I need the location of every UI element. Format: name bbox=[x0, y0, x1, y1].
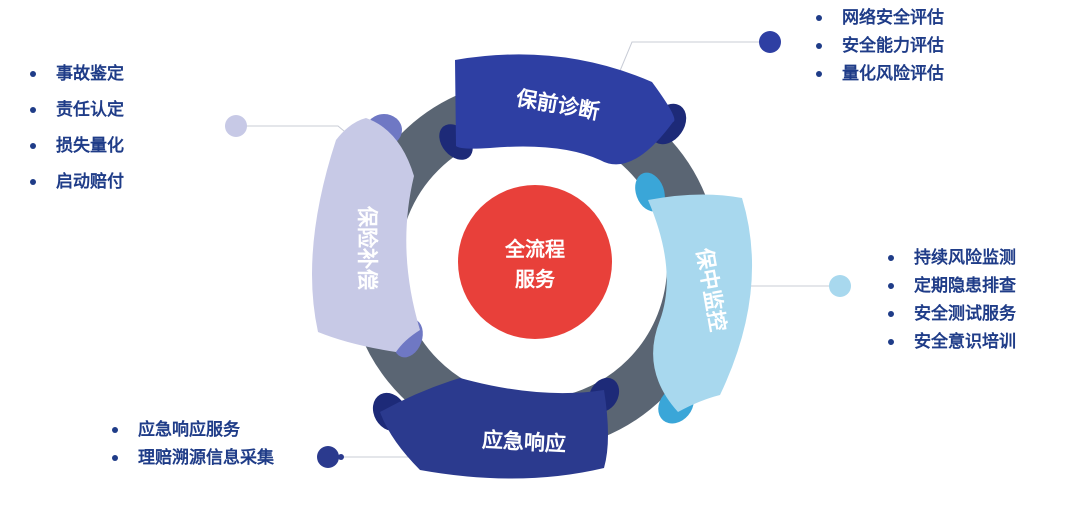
dot-top-left bbox=[225, 115, 247, 137]
list-item: 责任认定 bbox=[30, 92, 124, 128]
dot-bottom-left bbox=[317, 446, 339, 468]
dot-right bbox=[829, 275, 851, 297]
ribbon-pre-diagnosis bbox=[455, 54, 675, 165]
list-item: 损失量化 bbox=[30, 128, 124, 164]
ribbon-insurance-compensation bbox=[312, 118, 420, 352]
emergency-service-list: 应急响应服务 理赔溯源信息采集 bbox=[112, 416, 274, 472]
ribbon-in-monitoring bbox=[648, 194, 753, 412]
compensation-service-list: 事故鉴定 责任认定 损失量化 启动赔付 bbox=[30, 56, 124, 200]
list-item: 事故鉴定 bbox=[30, 56, 124, 92]
list-item: 量化风险评估 bbox=[816, 60, 944, 88]
list-item: 定期隐患排查 bbox=[888, 272, 1016, 300]
monitoring-service-list: 持续风险监测 定期隐患排查 安全测试服务 安全意识培训 bbox=[888, 244, 1016, 356]
list-item: 安全能力评估 bbox=[816, 32, 944, 60]
list-item: 启动赔付 bbox=[30, 164, 124, 200]
list-item: 网络安全评估 bbox=[816, 4, 944, 32]
dot-bottom-left-inner bbox=[338, 454, 344, 460]
pre-diagnosis-service-list: 网络安全评估 安全能力评估 量化风险评估 bbox=[816, 4, 944, 88]
list-item: 安全测试服务 bbox=[888, 300, 1016, 328]
ribbon-emergency-response bbox=[380, 378, 608, 479]
stage-label-emergency-response: 应急响应 bbox=[481, 428, 566, 456]
list-item: 持续风险监测 bbox=[888, 244, 1016, 272]
list-item: 理赔溯源信息采集 bbox=[112, 444, 274, 472]
center-title-line2: 服务 bbox=[515, 267, 556, 291]
dot-top-right bbox=[759, 31, 781, 53]
center-circle bbox=[458, 185, 612, 339]
list-item: 应急响应服务 bbox=[112, 416, 274, 444]
center-title-line1: 全流程 bbox=[504, 237, 565, 261]
list-item: 安全意识培训 bbox=[888, 328, 1016, 356]
stage-label-insurance-compensation: 保险补偿 bbox=[355, 205, 379, 290]
